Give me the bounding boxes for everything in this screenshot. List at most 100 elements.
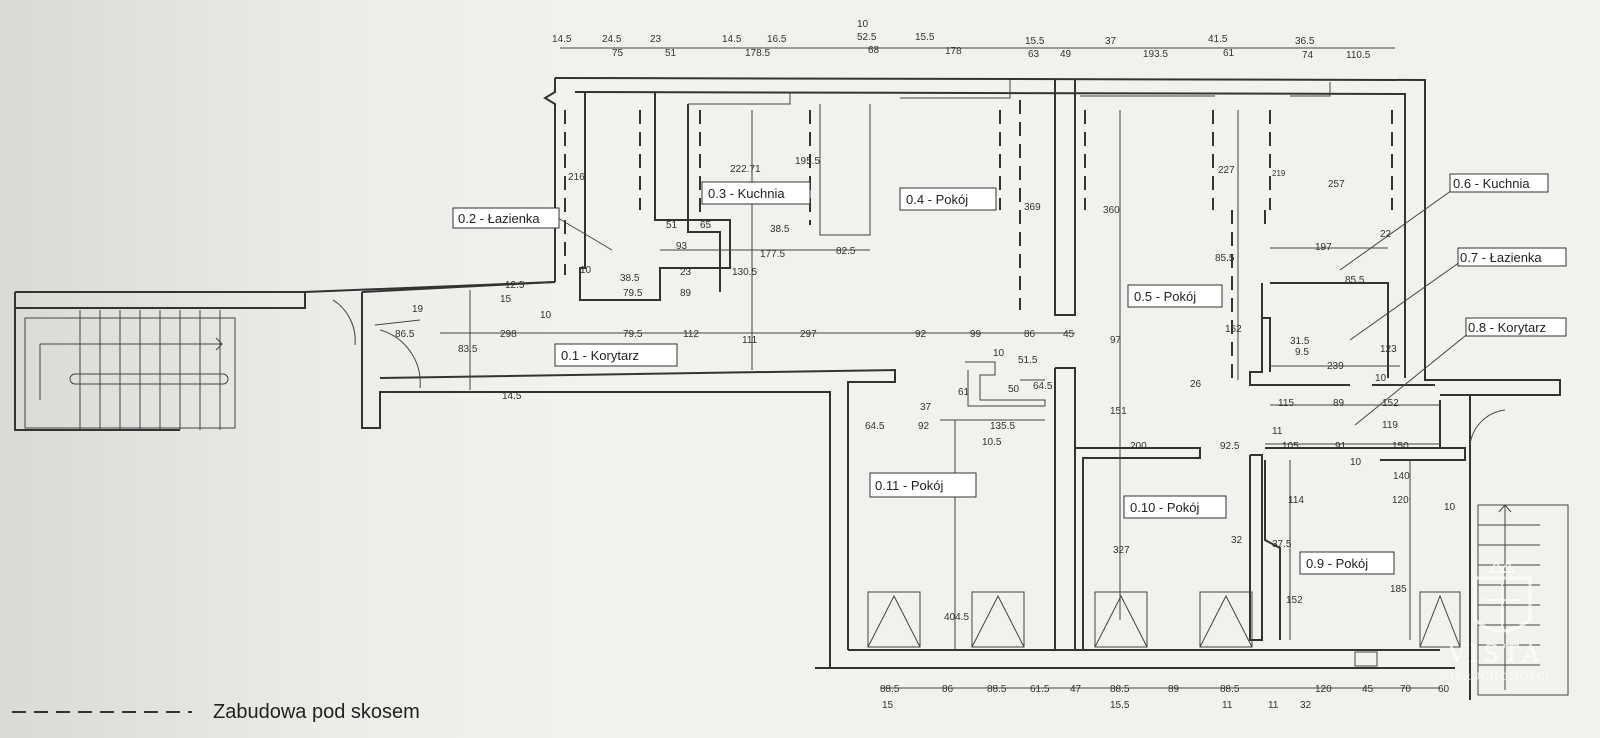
dim-label: 151 [1110,406,1127,417]
dim-label: 135.5 [990,421,1015,432]
dim-label: 10 [993,348,1005,359]
dimensions-interior: 216 222.71 195.5 38.5 51 65 93 177.5 82.… [395,156,1456,623]
dim-label: 38.5 [770,224,790,235]
dim-label: 91 [1335,441,1347,452]
dim-label: 14.5 [502,391,522,402]
dim-label: 86 [942,684,954,695]
dim-label: 97 [1110,335,1122,346]
dim-label: 185 [1390,584,1407,595]
dimensions-top: 14.5 24.5 75 23 51 14.5 178.5 16.5 10 52… [552,19,1371,61]
dim-label: 360 [1103,205,1120,216]
dim-label: 10.5 [982,437,1002,448]
dim-label: 11 [1222,700,1233,711]
legend: Zabudowa pod skosem [12,701,420,723]
dim-label: 68 [868,45,880,56]
dim-label: 83.5 [458,344,478,355]
dim-label: 51 [666,220,678,231]
dim-label: 99 [970,329,982,340]
dim-label: 38.5 [620,273,640,284]
dim-label: 178.5 [745,48,770,59]
dim-label: 115 [1278,398,1294,409]
dim-label: 193.5 [1143,49,1168,60]
dim-label: 110.5 [1346,50,1371,61]
room-label: 0.10 - Pokój [1130,500,1199,515]
dim-label: 140 [1393,471,1410,482]
dim-label: 32 [1231,535,1243,546]
room-label: 0.11 - Pokój [875,478,944,493]
dim-label: 178 [945,46,962,57]
watermark-brand: VISTA [1447,640,1543,668]
dim-label: 150 [1392,441,1409,452]
dim-label: 15.5 [1025,36,1045,47]
room-0.7: 0.7 - Łazienka [1457,247,1567,267]
dim-label: 64.5 [865,421,885,432]
dim-label: 130.5 [732,267,757,278]
dim-label: 11 [1272,426,1283,437]
dim-label: 9.5 [1295,347,1309,358]
dim-label: 49 [1060,49,1072,60]
dim-label: 32 [1300,700,1312,711]
room-0.11: 0.11 - Pokój [869,472,977,498]
dim-label: 10 [580,265,592,276]
dim-label: 60 [1438,684,1450,695]
dim-label: 92 [918,421,930,432]
dim-label: 51.5 [1018,355,1038,366]
dim-label: 22 [1380,229,1392,240]
dim-label: 10 [540,310,552,321]
dim-label: 92.5 [1220,441,1240,452]
dim-label: 177.5 [760,249,785,260]
dim-label: 162 [1225,324,1242,335]
dim-label: 82.5 [836,246,856,257]
room-0.4: 0.4 - Pokój [899,187,997,211]
room-label: 0.5 - Pokój [1134,289,1196,304]
legend-text: Zabudowa pod skosem [213,701,420,723]
dim-label: 88.5 [1110,684,1130,695]
dim-label: 222.71 [730,164,761,175]
dim-label: 45 [1063,329,1075,340]
room-0.3: 0.3 - Kuchnia [701,181,811,205]
dim-label: 404.5 [944,612,969,623]
dim-label: 31.5 [1290,336,1310,347]
room-0.9: 0.9 - Pokój [1299,551,1395,575]
dim-label: 24.5 [602,34,622,45]
dim-label: 89 [1333,398,1345,409]
dim-label: 89 [1168,684,1180,695]
dim-label: 64.5 [1033,381,1053,392]
dim-label: 111 [742,335,758,346]
dim-label: 10 [1375,373,1387,384]
dim-label: 119 [1382,420,1398,431]
dim-label: 75 [612,48,624,59]
dim-label: 89 [680,288,692,299]
dim-label: 227 [1218,165,1235,176]
dim-label: 15.5 [1110,700,1130,711]
room-label: 0.6 - Kuchnia [1453,176,1530,191]
dim-label: 85.5 [1345,275,1365,286]
paper-shadow [0,0,560,738]
dim-label: 88.5 [880,684,900,695]
room-label: 0.4 - Pokój [906,192,968,207]
dim-label: 85.5 [1215,253,1235,264]
room-label: 0.7 - Łazienka [1460,250,1542,265]
room-labels: 0.1 - Korytarz 0.2 - Łazienka 0.3 - Kuch… [452,173,1567,575]
room-0.10: 0.10 - Pokój [1123,495,1227,519]
room-label: 0.8 - Korytarz [1468,320,1546,335]
dim-label: 112 [683,329,699,340]
dim-label: 74 [1302,50,1314,61]
dim-label: 86 [1024,329,1036,340]
room-0.6: 0.6 - Kuchnia [1449,173,1549,193]
dim-label: 369 [1024,202,1041,213]
dim-label: 92 [915,329,927,340]
room-0.2: 0.2 - Łazienka [452,207,560,229]
dim-label: 11 [1268,700,1279,711]
dim-label: 14.5 [552,34,572,45]
dim-label: 195.5 [795,156,820,167]
dim-label: 114 [1288,495,1304,506]
dim-label: 239 [1327,361,1344,372]
dim-label: 15 [500,294,512,305]
dim-label: 10 [1350,457,1362,468]
dim-label: 61.5 [1030,684,1050,695]
dim-label: 23 [650,34,662,45]
dim-label: 26 [1190,379,1202,390]
